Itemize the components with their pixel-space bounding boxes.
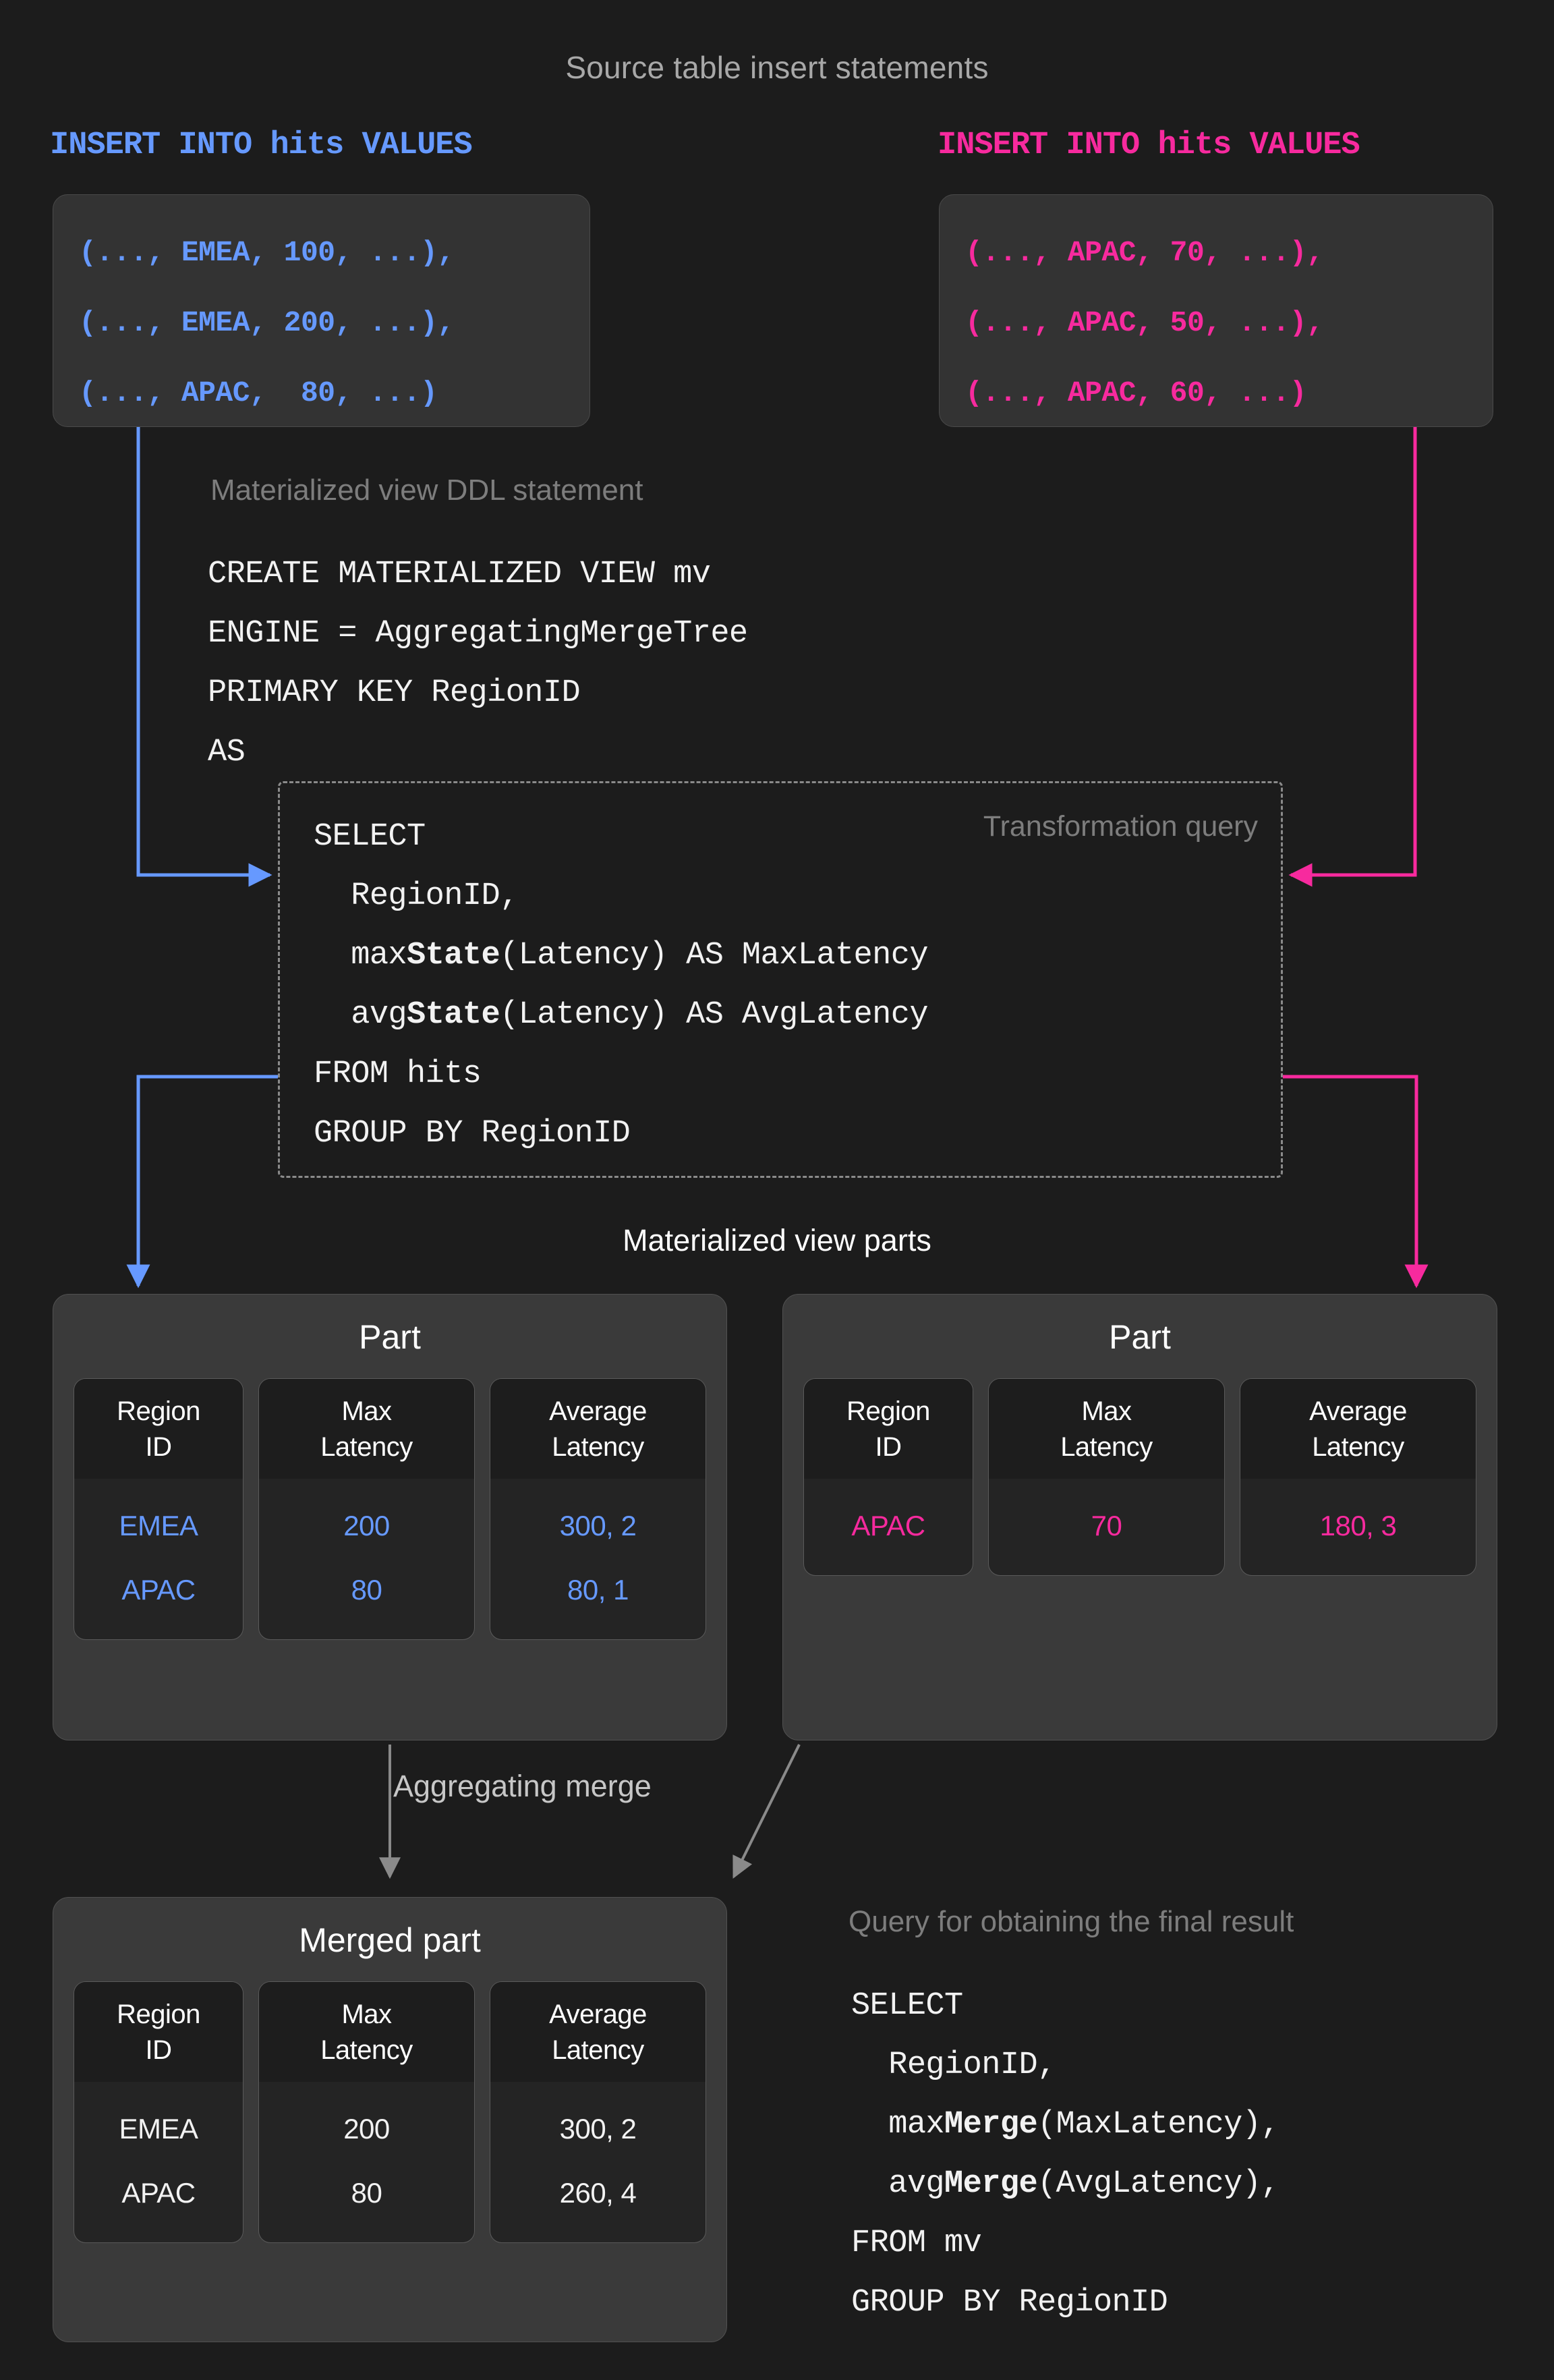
- insert-header-left: INSERT INTO hits VALUES: [50, 128, 473, 163]
- fq-line-3-bold: Merge: [944, 2107, 1038, 2143]
- fq-line-4-pre: avg: [851, 2166, 945, 2202]
- column-body: APAC: [804, 1479, 973, 1575]
- column-header: Region ID: [804, 1379, 973, 1479]
- column-body: 200 80: [259, 2082, 474, 2242]
- part-card-right: Part Region ID APAC Max Latency 70 Avera…: [782, 1294, 1497, 1740]
- table-cell: 80: [351, 2177, 382, 2209]
- table-cell: 300, 2: [559, 1510, 637, 1541]
- tq-line-4-bold: State: [407, 997, 500, 1033]
- part-columns: Region ID EMEA APAC Max Latency 200 80 A…: [53, 1960, 726, 2243]
- table-cell: EMEA: [119, 2113, 198, 2145]
- part-card-left: Part Region ID EMEA APAC Max Latency 200…: [53, 1294, 727, 1740]
- ddl-code-block: CREATE MATERIALIZED VIEW mv ENGINE = Agg…: [208, 557, 748, 770]
- column-header: Max Latency: [259, 1982, 474, 2082]
- tq-line-3-post: (Latency) AS MaxLatency: [500, 938, 929, 973]
- insert-row: (..., EMEA, 200, ...),: [79, 306, 455, 339]
- column-average-latency: Average Latency 300, 2 260, 4: [490, 1981, 706, 2243]
- table-cell: APAC: [851, 1510, 925, 1541]
- table-cell: 260, 4: [559, 2177, 637, 2209]
- column-max-latency: Max Latency 200 80: [258, 1378, 475, 1640]
- table-cell: EMEA: [119, 1510, 198, 1541]
- fq-line-5: FROM mv: [851, 2226, 982, 2261]
- final-query-caption: Query for obtaining the final result: [848, 1905, 1294, 1938]
- table-cell: 300, 2: [559, 2113, 637, 2145]
- column-header: Max Latency: [259, 1379, 474, 1479]
- insert-row: (..., APAC, 50, ...),: [965, 306, 1324, 339]
- page-title: Source table insert statements: [565, 50, 989, 85]
- column-average-latency: Average Latency 180, 3: [1240, 1378, 1476, 1576]
- column-header: Average Latency: [490, 1982, 706, 2082]
- tq-line-1: SELECT: [314, 819, 426, 855]
- column-body: EMEA APAC: [74, 1479, 243, 1639]
- column-average-latency: Average Latency 300, 2 80, 1: [490, 1378, 706, 1640]
- table-cell: 80, 1: [567, 1574, 629, 1606]
- column-header: Region ID: [74, 1379, 243, 1479]
- tq-line-5: FROM hits: [314, 1056, 482, 1092]
- final-query-code: SELECT RegionID, maxMerge(MaxLatency), a…: [851, 1977, 1280, 2333]
- fq-line-3-pre: max: [851, 2107, 945, 2143]
- insert-values-box-left: (..., EMEA, 100, ...), (..., EMEA, 200, …: [53, 194, 590, 427]
- arrow-part-right-to-merged: [732, 1744, 801, 1879]
- table-cell: 200: [343, 1510, 390, 1541]
- column-body: 70: [989, 1479, 1224, 1575]
- column-body: 300, 2 260, 4: [490, 2082, 706, 2242]
- tq-line-6: GROUP BY RegionID: [314, 1116, 631, 1152]
- transformation-query-caption: Transformation query: [983, 810, 1258, 843]
- fq-line-4-post: (AvgLatency),: [1037, 2166, 1279, 2202]
- column-region-id: Region ID EMEA APAC: [74, 1981, 243, 2243]
- table-cell: 200: [343, 2113, 390, 2145]
- table-cell: APAC: [121, 2177, 196, 2209]
- column-max-latency: Max Latency 200 80: [258, 1981, 475, 2243]
- column-region-id: Region ID EMEA APAC: [74, 1378, 243, 1640]
- part-title: Part: [1109, 1318, 1171, 1356]
- fq-line-3-post: (MaxLatency),: [1037, 2107, 1279, 2143]
- merged-part-card: Merged part Region ID EMEA APAC Max Late…: [53, 1897, 727, 2342]
- tq-line-3-pre: max: [314, 938, 407, 973]
- tq-line-3-bold: State: [407, 938, 500, 973]
- transformation-query-box: Transformation query SELECT RegionID, ma…: [278, 781, 1283, 1178]
- column-max-latency: Max Latency 70: [988, 1378, 1225, 1576]
- part-title: Part: [359, 1318, 421, 1356]
- column-header: Max Latency: [989, 1379, 1224, 1479]
- insert-row: (..., EMEA, 100, ...),: [79, 236, 455, 269]
- table-cell: 180, 3: [1319, 1510, 1397, 1541]
- column-body: 200 80: [259, 1479, 474, 1639]
- fq-line-6: GROUP BY RegionID: [851, 2285, 1168, 2321]
- column-header: Average Latency: [1240, 1379, 1476, 1479]
- column-body: 300, 2 80, 1: [490, 1479, 706, 1639]
- tq-line-4-pre: avg: [314, 997, 407, 1033]
- tq-line-4-post: (Latency) AS AvgLatency: [500, 997, 929, 1033]
- insert-row: (..., APAC, 70, ...),: [965, 236, 1324, 269]
- part-columns: Region ID EMEA APAC Max Latency 200 80 A…: [53, 1357, 726, 1640]
- arrow-insert-right-to-transform: [1288, 427, 1417, 887]
- table-cell: 80: [351, 1574, 382, 1606]
- column-body: EMEA APAC: [74, 2082, 243, 2242]
- tq-line-2: RegionID,: [314, 878, 519, 914]
- table-cell: 70: [1091, 1510, 1122, 1541]
- table-cell: APAC: [121, 1574, 196, 1606]
- insert-header-right: INSERT INTO hits VALUES: [938, 128, 1360, 163]
- insert-row: (..., APAC, 80, ...): [79, 376, 438, 409]
- insert-values-box-right: (..., APAC, 70, ...), (..., APAC, 50, ..…: [939, 194, 1493, 427]
- fq-line-1: SELECT: [851, 1988, 963, 2024]
- materialized-view-parts-caption: Materialized view parts: [623, 1223, 931, 1257]
- ddl-caption: Materialized view DDL statement: [210, 474, 643, 507]
- transformation-query-code: SELECT RegionID, maxState(Latency) AS Ma…: [314, 808, 929, 1164]
- column-header: Region ID: [74, 1982, 243, 2082]
- column-region-id: Region ID APAC: [803, 1378, 973, 1576]
- fq-line-2: RegionID,: [851, 2047, 1056, 2083]
- aggregating-merge-label: Aggregating merge: [393, 1769, 652, 1803]
- insert-row: (..., APAC, 60, ...): [965, 376, 1307, 409]
- column-body: 180, 3: [1240, 1479, 1476, 1575]
- part-columns: Region ID APAC Max Latency 70 Average La…: [783, 1357, 1497, 1576]
- column-header: Average Latency: [490, 1379, 706, 1479]
- merged-part-title: Merged part: [299, 1921, 481, 1959]
- fq-line-4-bold: Merge: [944, 2166, 1038, 2202]
